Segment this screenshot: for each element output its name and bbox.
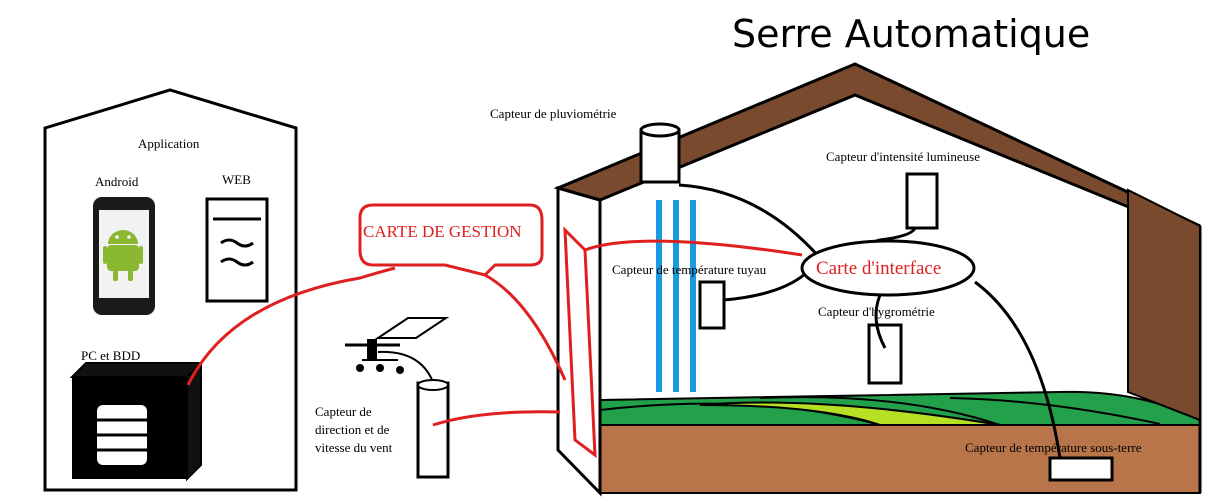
red-wires <box>186 239 803 427</box>
water-pipes <box>656 200 696 392</box>
web-label: WEB <box>222 172 251 187</box>
interface-card <box>800 239 976 297</box>
rain-sensor-label: Capteur de pluviométrie <box>490 106 617 121</box>
soil-temp-sensor-label: Capteur de température sous-terre <box>965 440 1142 455</box>
page-title: Serre Automatique <box>732 12 1091 56</box>
android-label: Android <box>95 174 139 189</box>
humidity-sensor-label: Capteur d'hygrométrie <box>818 304 935 319</box>
light-sensor-icon <box>905 172 939 230</box>
application-label: Application <box>138 136 200 151</box>
wind-sensor-label-3: vitesse du vent <box>315 440 393 455</box>
management-board <box>563 226 597 459</box>
pipe-temp-sensor-icon <box>698 280 726 330</box>
humidity-sensor-icon <box>867 323 903 385</box>
management-card-label: CARTE DE GESTION <box>363 222 522 241</box>
greenhouse <box>553 62 1202 497</box>
database-icon <box>69 360 204 482</box>
pc-bdd-label: PC et BDD <box>81 348 141 363</box>
wind-sensor-icon <box>345 317 450 479</box>
wind-sensor-label-1: Capteur de <box>315 404 372 419</box>
web-server-icon <box>205 197 269 303</box>
rain-gauge-icon <box>639 122 681 184</box>
interface-card-label: Carte d'interface <box>816 258 942 279</box>
light-sensor-label: Capteur d'intensité lumineuse <box>826 149 980 164</box>
management-card-bubble <box>358 203 544 277</box>
soil-temp-sensor-icon <box>1048 456 1114 482</box>
pipe-temp-sensor-label: Capteur de température tuyau <box>612 262 767 277</box>
wind-sensor-label-2: direction et de <box>315 422 390 437</box>
android-phone-icon <box>93 197 155 315</box>
